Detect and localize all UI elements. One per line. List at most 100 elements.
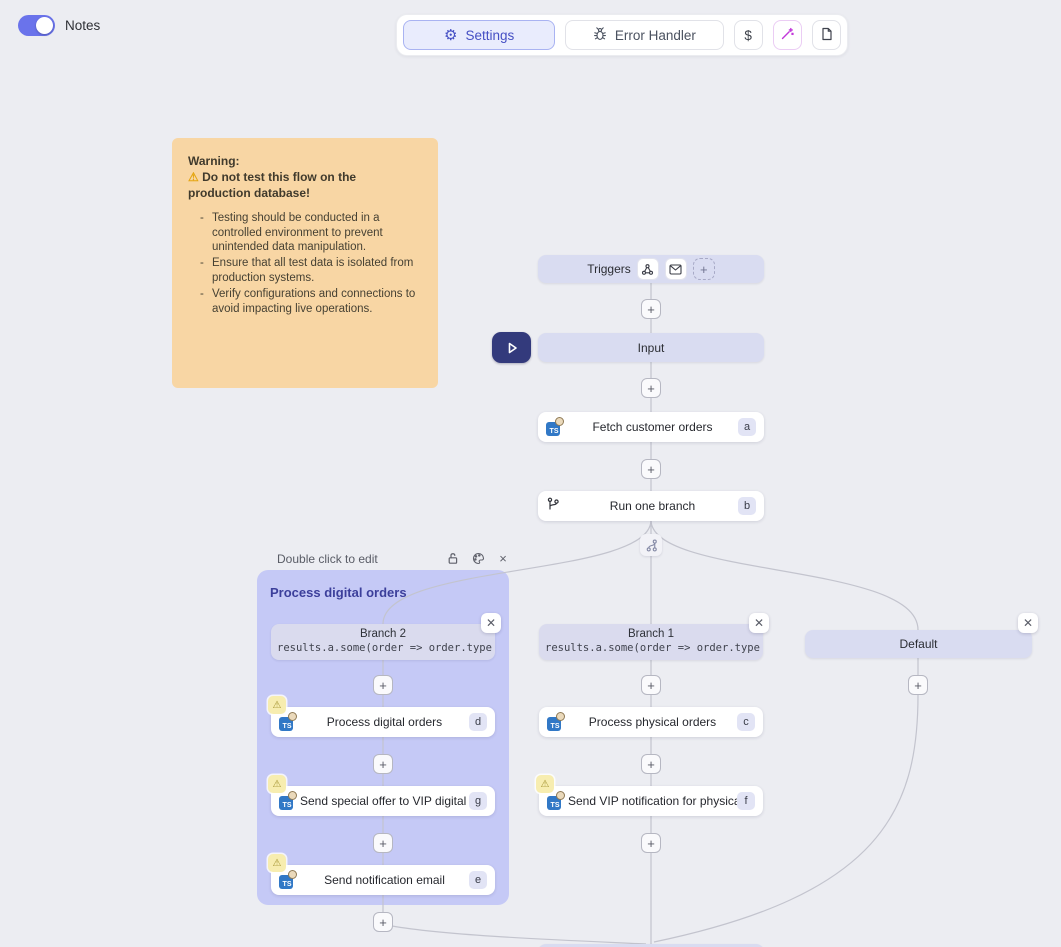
node-send-special-offer[interactable]: TS Send special offer to VIP digital c..…	[271, 786, 495, 816]
email-trigger-button[interactable]	[665, 258, 687, 280]
add-node-button[interactable]	[641, 299, 661, 319]
add-node-button[interactable]	[641, 378, 661, 398]
ts-emoji-badge	[288, 712, 297, 721]
note-title: Warning:	[188, 154, 240, 168]
add-node-button[interactable]	[373, 675, 393, 695]
default-close-button[interactable]: ✕	[1018, 613, 1038, 633]
palette-icon[interactable]	[471, 551, 485, 565]
document-icon	[820, 27, 833, 44]
error-handler-button[interactable]: Error Handler	[565, 20, 723, 50]
add-node-button[interactable]	[373, 912, 393, 932]
ai-assist-button[interactable]	[773, 20, 802, 50]
node-label: Send VIP notification for physical...	[568, 794, 737, 808]
dollar-icon: $	[744, 28, 752, 43]
typescript-icon: TS	[546, 419, 563, 436]
node-label: Fetch customer orders	[567, 420, 738, 434]
node-process-physical-orders[interactable]: TS Process physical orders c	[539, 707, 763, 737]
node-label: Run one branch	[567, 499, 738, 513]
node-key-badge: f	[737, 792, 755, 810]
webhook-trigger-button[interactable]	[637, 258, 659, 280]
input-label: Input	[638, 341, 665, 355]
ts-emoji-badge	[556, 791, 565, 800]
warning-badge: ⚠	[268, 854, 286, 872]
toggle-knob	[36, 17, 53, 34]
top-toolbar: ⚙ Settings Error Handler $	[396, 14, 848, 56]
add-node-button[interactable]	[908, 675, 928, 695]
group-close-icon[interactable]: ×	[496, 551, 510, 565]
input-node[interactable]: Input	[538, 333, 764, 362]
node-key-badge: b	[738, 497, 756, 515]
group-title: Process digital orders	[270, 585, 407, 600]
add-node-button[interactable]	[641, 833, 661, 853]
typescript-icon: TS	[279, 793, 296, 810]
node-send-vip-notification[interactable]: TS Send VIP notification for physical...…	[539, 786, 763, 816]
node-send-notification-email[interactable]: TS Send notification email e	[271, 865, 495, 895]
node-label: Send special offer to VIP digital c...	[300, 794, 469, 808]
warning-badge: ⚠	[268, 696, 286, 714]
node-run-one-branch[interactable]: Run one branch b	[538, 491, 764, 521]
note-bullet: Verify configurations and connections to…	[212, 287, 422, 317]
typescript-icon: TS	[279, 872, 296, 889]
branch1-close-button[interactable]: ✕	[749, 613, 769, 633]
node-label: Process digital orders	[300, 715, 469, 729]
billing-button[interactable]: $	[734, 20, 763, 50]
note-bullet: Testing should be conducted in a control…	[212, 211, 422, 256]
node-label: Process physical orders	[568, 715, 737, 729]
settings-label: Settings	[466, 28, 515, 43]
note-bullet-list: Testing should be conducted in a control…	[188, 211, 422, 318]
branch-split-icon[interactable]	[640, 534, 662, 556]
notes-toggle[interactable]	[18, 15, 55, 36]
add-node-button[interactable]	[373, 754, 393, 774]
default-branch-node[interactable]: Default	[805, 630, 1032, 658]
node-label: Send notification email	[300, 873, 469, 887]
new-document-button[interactable]	[812, 20, 841, 50]
note-bullet: Ensure that all test data is isolated fr…	[212, 256, 422, 286]
branch-title: Branch 1	[539, 627, 763, 641]
settings-button[interactable]: ⚙ Settings	[403, 20, 555, 50]
branch2-condition-node[interactable]: Branch 2 results.a.some(order => order.t…	[271, 624, 495, 660]
add-trigger-button[interactable]	[693, 258, 715, 280]
branch1-condition-node[interactable]: Branch 1 results.a.some(order => order.t…	[539, 624, 763, 660]
ts-emoji-badge	[288, 791, 297, 800]
branch-title: Branch 2	[271, 627, 495, 641]
unlock-icon[interactable]	[446, 551, 460, 565]
group-process-digital-orders[interactable]	[257, 570, 509, 905]
typescript-icon: TS	[547, 793, 564, 810]
triggers-label: Triggers	[587, 262, 631, 276]
add-node-button[interactable]	[373, 833, 393, 853]
node-key-badge: g	[469, 792, 487, 810]
node-key-badge: a	[738, 418, 756, 436]
warning-badge: ⚠	[536, 775, 554, 793]
typescript-icon: TS	[279, 714, 296, 731]
node-process-digital-orders[interactable]: TS Process digital orders d	[271, 707, 495, 737]
node-fetch-customer-orders[interactable]: TS Fetch customer orders a	[538, 412, 764, 442]
ts-emoji-badge	[288, 870, 297, 879]
sticky-note[interactable]: Warning: ⚠ Do not test this flow on the …	[172, 138, 438, 388]
add-node-button[interactable]	[641, 459, 661, 479]
default-branch-label: Default	[899, 637, 937, 651]
branch2-close-button[interactable]: ✕	[481, 613, 501, 633]
node-key-badge: d	[469, 713, 487, 731]
add-node-button[interactable]	[641, 675, 661, 695]
group-tools: ×	[446, 551, 510, 565]
triggers-node[interactable]: Triggers	[538, 255, 764, 283]
branch-condition-code: results.a.some(order => order.type	[271, 641, 495, 656]
branch-icon	[546, 497, 563, 516]
add-node-button[interactable]	[641, 754, 661, 774]
ts-emoji-badge	[555, 417, 564, 426]
notes-toggle-group: Notes	[18, 15, 100, 36]
typescript-icon: TS	[547, 714, 564, 731]
magic-wand-icon	[780, 27, 794, 44]
node-key-badge: c	[737, 713, 755, 731]
group-edit-hint: Double click to edit	[277, 552, 378, 566]
notes-label: Notes	[65, 18, 100, 33]
warning-badge: ⚠	[268, 775, 286, 793]
error-handler-label: Error Handler	[615, 28, 696, 43]
run-flow-button[interactable]	[492, 332, 531, 363]
ts-emoji-badge	[556, 712, 565, 721]
branch-condition-code: results.a.some(order => order.type	[539, 641, 763, 656]
warning-icon: ⚠	[188, 170, 199, 184]
note-alert-text: Do not test this flow on the production …	[188, 170, 356, 200]
